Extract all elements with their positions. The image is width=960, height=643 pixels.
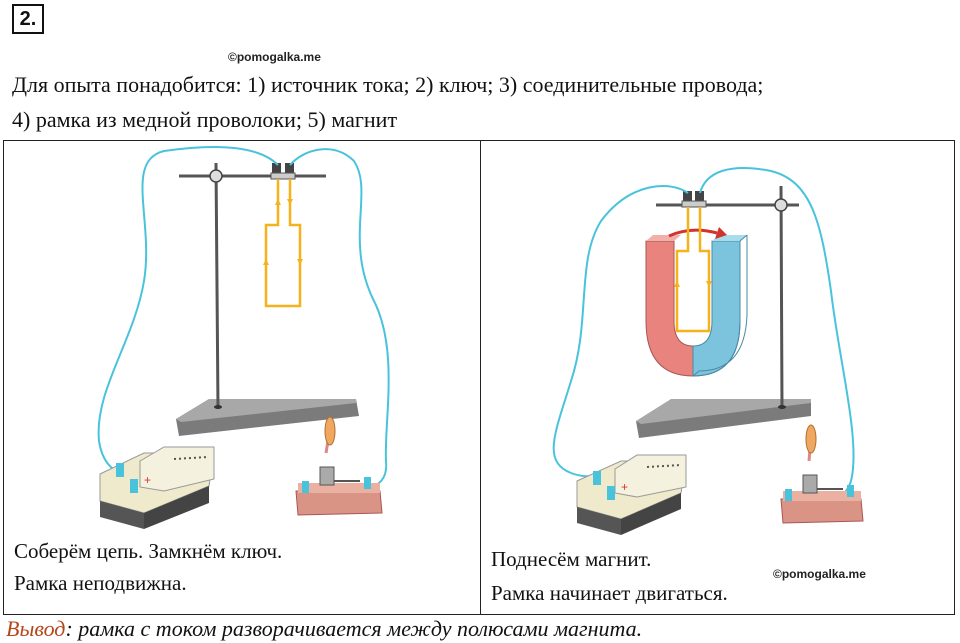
wire-frame-icon [263,179,303,308]
intro-line-1: Для опыта понадобится: 1) источник тока;… [12,72,764,97]
battery-icon: + [576,454,687,535]
left-caption-2: Рамка неподвижна. [14,571,187,595]
magnet-icon [645,234,748,377]
right-illustration: + [552,167,864,535]
stand-icon [176,162,359,436]
svg-text:+: + [144,473,151,487]
task-number: 2. [12,4,44,34]
switch-icon [295,416,383,516]
conclusion-text: : рамка с током разворачивается между по… [65,616,643,641]
panel-right: + Поднесём магнит. ©pomogalka.me Рамка н… [481,141,953,614]
battery-icon: + [99,446,215,529]
intro-line-2: 4) рамка из медной проволоки; 5) магнит [12,107,398,132]
watermark-top: ©pomogalka.me [228,50,321,64]
panel-left: + Соберём цепь. Замкнём ключ. Рамка непо… [4,141,481,614]
svg-text:+: + [621,480,628,494]
experiment-panels: + Соберём цепь. Замкнём ключ. Рамка непо… [3,140,955,615]
connecting-wire [552,167,855,498]
conclusion: Вывод: рамка с током разворачивается меж… [6,616,642,642]
wire-frame-icon [674,207,712,333]
switch-icon [780,424,864,524]
conclusion-label: Вывод [6,616,66,641]
right-caption-2: Рамка начинает двигаться. [491,581,728,605]
stand-icon [636,185,811,438]
rotation-arrow-icon [668,227,727,239]
watermark-bottom: ©pomogalka.me [773,567,866,581]
connecting-wire [97,146,390,488]
frame-terminals-icon [681,191,707,208]
frame-terminals-icon [270,163,296,180]
left-illustration: + [97,146,390,529]
right-caption-1: Поднесём магнит. [491,547,652,571]
left-caption-1: Соберём цепь. Замкнём ключ. [14,539,283,563]
